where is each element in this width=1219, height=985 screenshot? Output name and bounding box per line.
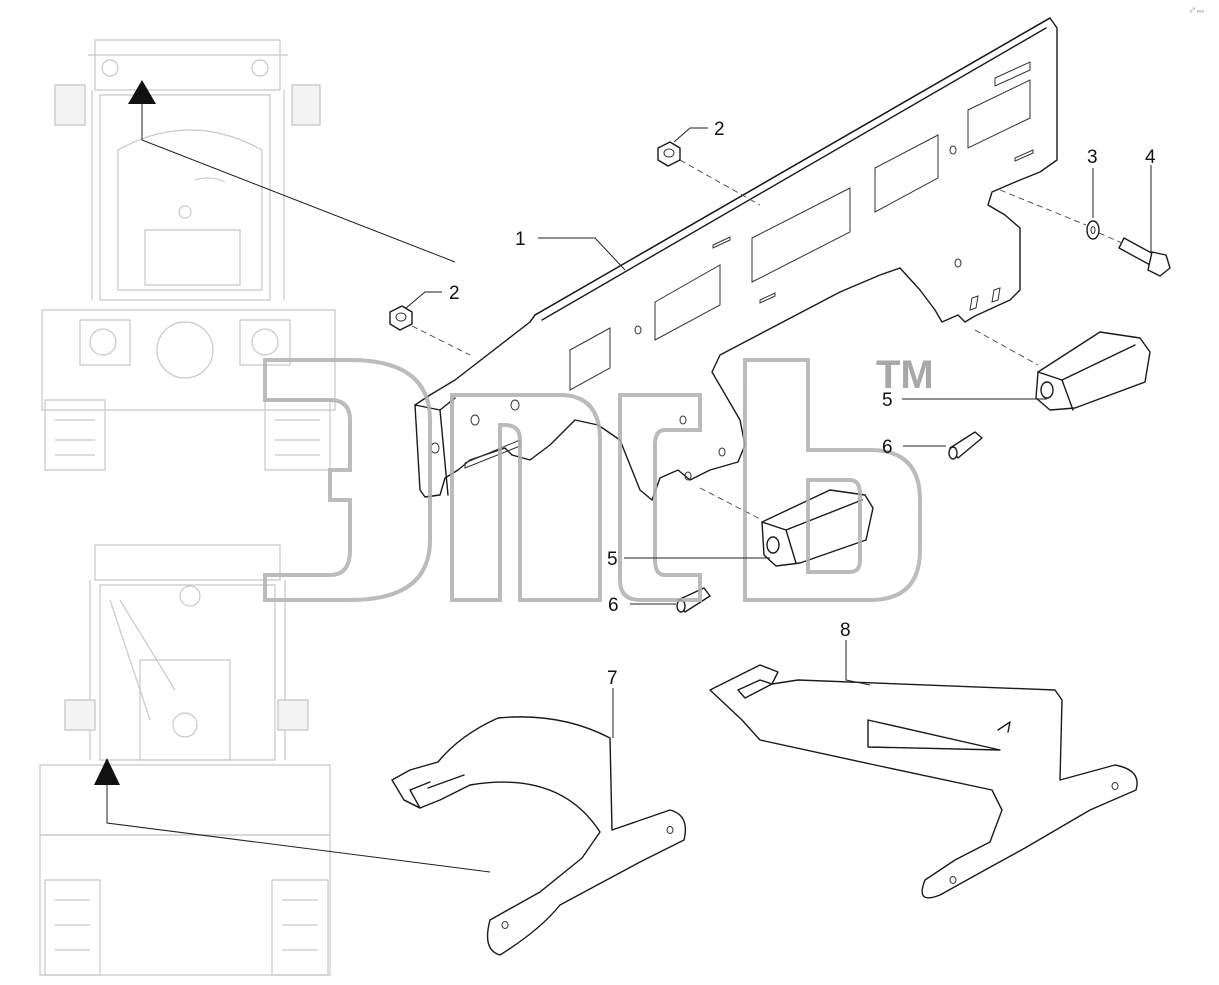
watermark-logo: TM — [263, 353, 934, 602]
callout-3: 3 — [1087, 147, 1098, 168]
callout-numbers: 1 2 2 3 4 5 5 6 6 7 8 ₀⁰ ₀₀₀ — [449, 7, 1205, 689]
callout-6-upper: 6 — [882, 437, 893, 458]
callout-8: 8 — [840, 620, 851, 641]
bracket-part-8 — [709, 664, 1138, 899]
callout-2-upper: 2 — [714, 119, 725, 140]
callout-4: 4 — [1145, 147, 1156, 168]
callout-5-upper: 5 — [882, 390, 893, 411]
lamp-part-5-upper — [1035, 331, 1151, 411]
callout-5-lower: 5 — [607, 549, 618, 570]
mounting-plate-part-1 — [414, 17, 1058, 501]
nut-part-2-upper — [657, 141, 681, 167]
callout-7: 7 — [607, 668, 618, 689]
bracket-part-7 — [391, 716, 687, 956]
tractor-rear-view-top — [41, 39, 336, 471]
location-arrow-top — [128, 80, 456, 263]
washer-part-3 — [1086, 220, 1100, 240]
callout-2-lower: 2 — [449, 283, 460, 304]
nut-part-2-lower — [389, 305, 413, 331]
assembly-lines — [411, 159, 1123, 521]
lamp-part-5-lower — [761, 489, 874, 567]
location-arrow-bottom — [94, 758, 491, 873]
callout-6-lower: 6 — [608, 595, 619, 616]
callout-1: 1 — [515, 229, 526, 250]
corner-mark: ₀⁰ ₀₀₀ — [1190, 7, 1205, 14]
bulb-part-6-upper — [948, 431, 983, 460]
bolt-part-4 — [1118, 237, 1171, 277]
tractor-front-view-bottom — [39, 544, 331, 976]
callout-leaders — [405, 127, 1152, 738]
trademark-symbol: TM — [876, 353, 934, 397]
